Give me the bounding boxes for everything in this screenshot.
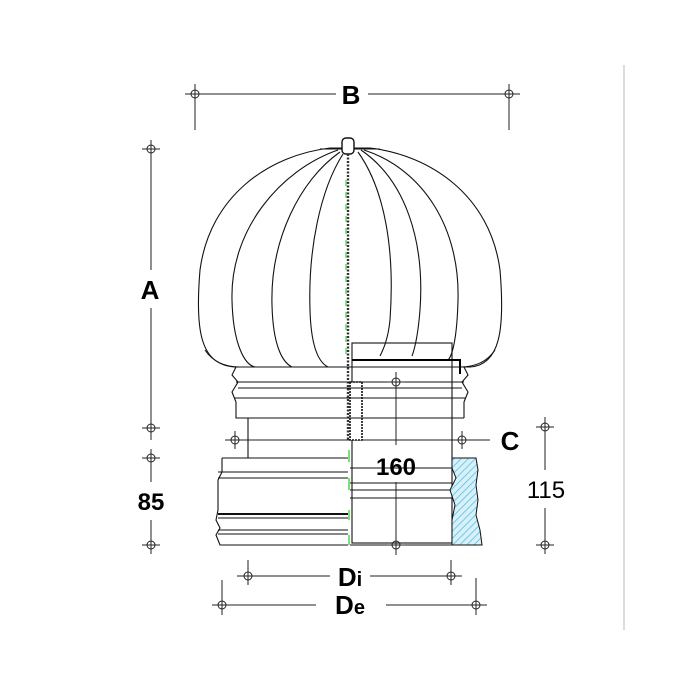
dimension-160: 160	[376, 372, 416, 555]
base-sleeve	[215, 450, 452, 546]
dimension-di: Di	[237, 560, 462, 592]
dimension-label-b: B	[342, 80, 361, 110]
dimension-label-a: A	[141, 275, 160, 305]
center-shaft	[341, 137, 355, 440]
bearing-housing	[349, 342, 461, 544]
turbine-dome	[197, 147, 503, 368]
dimension-115: 115	[527, 417, 565, 555]
dimension-label-de: De	[335, 590, 365, 620]
hatched-section	[449, 457, 483, 546]
dimension-c: C	[225, 426, 520, 456]
dimension-label-85: 85	[138, 489, 165, 516]
dimension-b: B	[185, 80, 520, 130]
dimension-label-115: 115	[527, 477, 565, 504]
collar-ring	[231, 366, 469, 458]
dimension-label-160: 160	[376, 454, 416, 481]
dimension-label-di: Di	[338, 562, 362, 592]
dimension-85: 85	[138, 448, 165, 555]
dimension-a: A	[141, 139, 161, 440]
dimension-label-c: C	[501, 426, 520, 456]
dimension-de: De	[212, 578, 487, 620]
